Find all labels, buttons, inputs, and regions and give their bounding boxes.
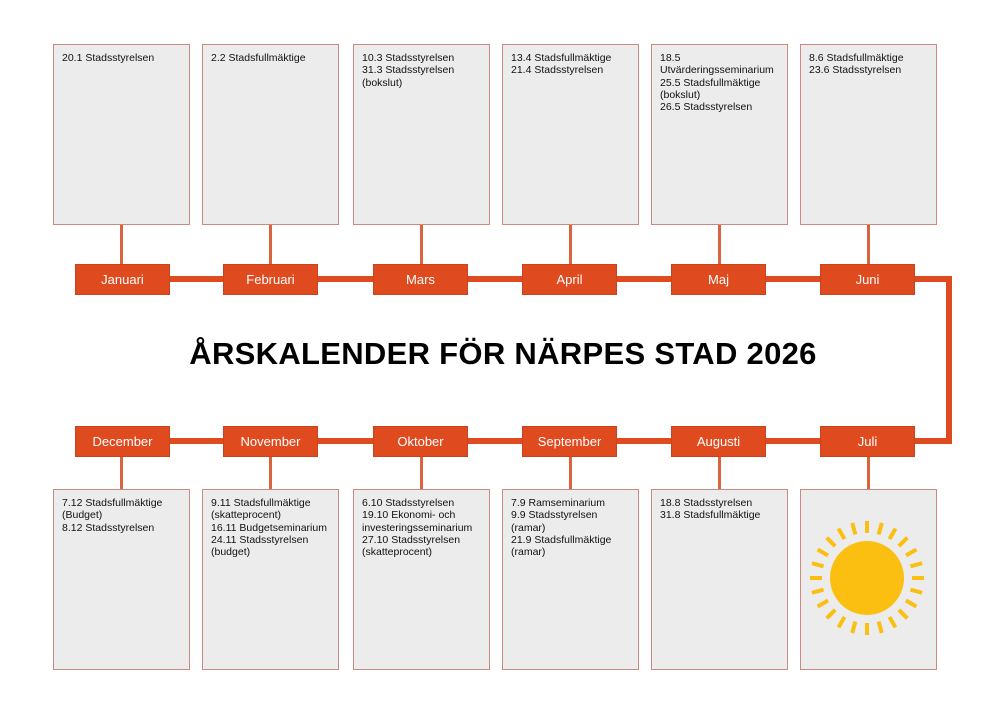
- month-label-september: September: [522, 426, 617, 457]
- connector-line: [718, 455, 721, 491]
- month-label-juli: Juli: [820, 426, 915, 457]
- connector-line: [420, 455, 423, 491]
- sun-ray: [887, 615, 898, 629]
- event-box-januari: 20.1 Stadsstyrelsen: [53, 44, 190, 225]
- event-line: (Budget): [62, 509, 103, 522]
- sun-ray: [850, 620, 858, 634]
- sun-ray: [897, 536, 909, 548]
- event-line: 7.12 Stadsfullmäktige: [62, 497, 163, 509]
- event-line: (skatteprocent): [211, 509, 282, 522]
- event-line: (ramar): [511, 521, 546, 534]
- event-line: 2.2 Stadsfullmäktige: [211, 52, 306, 64]
- event-line: 19.10 Ekonomi- och: [362, 509, 456, 522]
- connector-line: [867, 455, 870, 491]
- month-label-februari: Februari: [223, 264, 318, 295]
- event-line: investeringsseminarium: [362, 521, 473, 534]
- connector-line: [718, 224, 721, 266]
- connector-line: [120, 455, 123, 491]
- connector-line: [269, 455, 272, 491]
- sun-ray: [897, 608, 909, 620]
- sun-ray: [876, 522, 884, 536]
- sun-ray: [850, 522, 858, 536]
- event-line: 9.11 Stadsfullmäktige: [211, 497, 311, 509]
- month-label-oktober: Oktober: [373, 426, 468, 457]
- sun-icon: [806, 517, 928, 639]
- event-line: 25.5 Stadsfullmäktige: [660, 76, 761, 89]
- event-line: 18.8 Stadsstyrelsen: [660, 497, 753, 509]
- event-box-december: 7.12 Stadsfullmäktige(Budget)8.12 Stadss…: [53, 489, 190, 670]
- event-line: 24.11 Stadsstyrelsen: [211, 533, 309, 546]
- event-line: (ramar): [511, 546, 546, 559]
- sun-ray: [811, 561, 825, 569]
- connector-line: [569, 455, 572, 491]
- sun-ray: [816, 547, 830, 558]
- connector-line: [120, 224, 123, 266]
- event-box-februari: 2.2 Stadsfullmäktige: [202, 44, 339, 225]
- event-line: 8.6 Stadsfullmäktige: [809, 52, 904, 64]
- connector-line: [569, 224, 572, 266]
- event-line: (budget): [211, 546, 251, 559]
- event-line: Utvärderingsseminarium: [660, 64, 774, 77]
- event-line: 31.3 Stadsstyrelsen: [362, 64, 455, 77]
- month-label-juni: Juni: [820, 264, 915, 295]
- month-label-december: December: [75, 426, 170, 457]
- connector-line: [420, 224, 423, 266]
- page-title: ÅRSKALENDER FÖR NÄRPES STAD 2026: [189, 336, 817, 371]
- month-label-november: November: [223, 426, 318, 457]
- event-line: 10.3 Stadsstyrelsen: [362, 52, 455, 64]
- sun-ray: [904, 598, 918, 609]
- event-line: 7.9 Ramseminarium: [511, 497, 605, 509]
- sun-ray: [887, 527, 898, 541]
- event-line: (bokslut): [660, 88, 701, 101]
- connector-line: [269, 224, 272, 266]
- sun-ray: [825, 536, 837, 548]
- timeline-right-line: [946, 276, 952, 444]
- sun-ray: [876, 620, 884, 634]
- event-line: 21.4 Stadsstyrelsen: [511, 64, 604, 77]
- month-label-april: April: [522, 264, 617, 295]
- event-line: 27.10 Stadsstyrelsen: [362, 533, 461, 546]
- event-line: 13.4 Stadsfullmäktige: [511, 52, 612, 64]
- sun-ray: [811, 587, 825, 595]
- month-label-augusti: Augusti: [671, 426, 766, 457]
- event-line: (bokslut): [362, 76, 403, 89]
- sun-ray: [909, 561, 923, 569]
- sun-ray: [825, 608, 837, 620]
- month-label-maj: Maj: [671, 264, 766, 295]
- event-line: 6.10 Stadsstyrelsen: [362, 497, 455, 509]
- event-line: 20.1 Stadsstyrelsen: [62, 52, 155, 64]
- event-line: 18.5: [660, 52, 681, 64]
- sun-ray: [904, 547, 918, 558]
- event-line: 26.5 Stadsstyrelsen: [660, 101, 753, 114]
- event-line: 31.8 Stadsfullmäktige: [660, 509, 761, 522]
- connector-line: [867, 224, 870, 266]
- event-line: 8.12 Stadsstyrelsen: [62, 521, 155, 534]
- event-line: (skatteprocent): [362, 546, 433, 559]
- month-label-januari: Januari: [75, 264, 170, 295]
- event-line: 23.6 Stadsstyrelsen: [809, 64, 902, 77]
- sun-ray: [836, 615, 847, 629]
- event-line: 21.9 Stadsfullmäktige: [511, 533, 612, 546]
- sun-ray: [836, 527, 847, 541]
- sun-disc: [830, 541, 904, 615]
- event-line: 9.9 Stadsstyrelsen: [511, 509, 598, 522]
- sun-ray: [909, 587, 923, 595]
- month-label-mars: Mars: [373, 264, 468, 295]
- event-line: 16.11 Budgetseminarium: [211, 521, 327, 534]
- event-box-november: 9.11 Stadsfullmäktige(skatteprocent)16.1…: [202, 489, 339, 670]
- sun-ray: [816, 598, 830, 609]
